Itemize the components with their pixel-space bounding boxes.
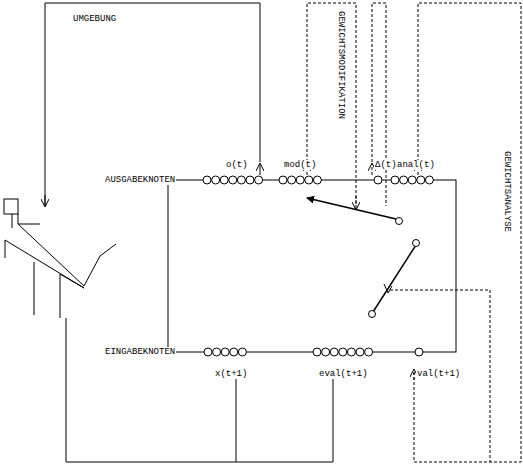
unit-node: [237, 176, 245, 184]
unit-node: [417, 176, 425, 184]
unit-node: [374, 176, 382, 184]
unit-node: [415, 348, 423, 356]
unit-node: [230, 348, 238, 356]
weight-arrow: [307, 198, 396, 219]
unit-node: [391, 176, 399, 184]
unit-node: [339, 348, 347, 356]
analysis-loop: [414, 3, 521, 462]
agent-figure: [4, 199, 116, 318]
input-arrow: [236, 370, 237, 462]
vertical-label: GEWICHTSANALYSE: [502, 150, 512, 233]
unit-node: [204, 348, 212, 356]
signal-name: x(t+1): [214, 369, 248, 379]
region-label: UMGEBUNG: [72, 14, 117, 24]
signal-name: val(t+1): [416, 369, 461, 379]
unit-node: [400, 176, 408, 184]
unit-node: [305, 176, 313, 184]
modification-loop: [307, 3, 356, 206]
unit-node: [296, 176, 304, 184]
unit-node: [221, 348, 229, 356]
unit-node: [408, 176, 416, 184]
unit-node: [213, 348, 221, 356]
unit-node: [238, 348, 246, 356]
input-arrow: [333, 370, 334, 462]
unit-node: [425, 176, 433, 184]
unit-node: [313, 348, 321, 356]
signal-name: o(t): [225, 160, 249, 170]
signal-name: mod(t): [283, 160, 317, 170]
unit-node: [313, 176, 321, 184]
signal-name: eval(t+1): [318, 369, 369, 379]
unit-node: [229, 176, 237, 184]
sensor-wire: [66, 318, 236, 462]
signal-name: anal(t): [396, 160, 436, 170]
signal-name: Δ(t): [374, 160, 398, 170]
unit-node: [365, 348, 373, 356]
unit-node: [347, 348, 355, 356]
unit-node: [279, 176, 287, 184]
environment-wire: [45, 3, 260, 206]
unit-node: [203, 176, 211, 184]
layer-label: AUSGABEKNOTEN: [104, 175, 176, 185]
unit-node: [220, 176, 228, 184]
layer-label: EINGABEKNOTEN: [104, 347, 176, 357]
unit-node: [255, 176, 263, 184]
weight-arrow: [373, 245, 416, 312]
unit-node: [212, 176, 220, 184]
unit-node: [288, 176, 296, 184]
unit-node: [330, 348, 338, 356]
network-box: [168, 180, 456, 352]
vertical-label: GEWICHTSMODIFIKATION: [336, 10, 346, 120]
unit-node: [322, 348, 330, 356]
unit-node: [356, 348, 364, 356]
unit-node: [246, 176, 254, 184]
